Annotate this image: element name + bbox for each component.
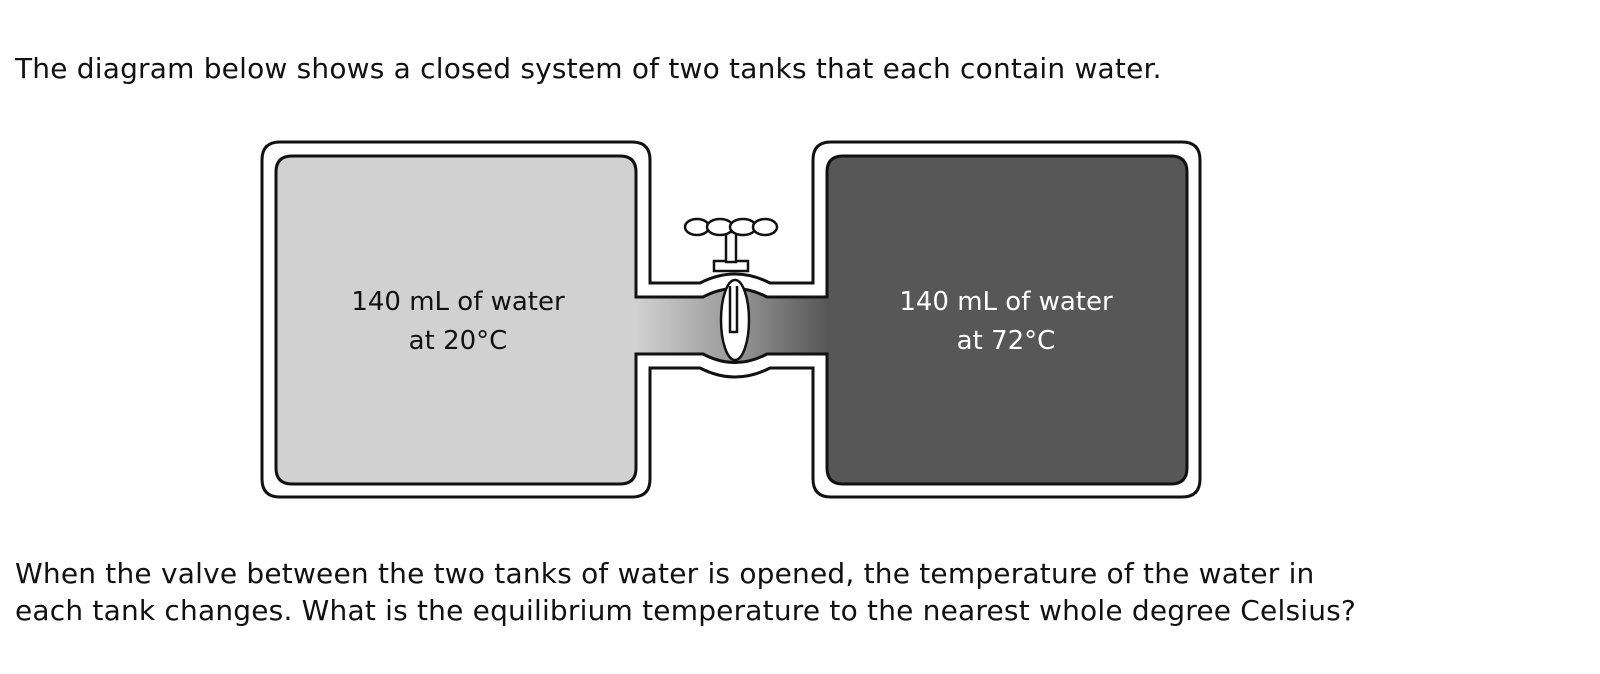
right-tank-volume: 140 mL of water xyxy=(899,287,1113,317)
question-text: When the valve between the two tanks of … xyxy=(15,555,1356,629)
intro-text: The diagram below shows a closed system … xyxy=(15,52,1162,85)
valve-icon xyxy=(683,217,779,362)
question-line-1: When the valve between the two tanks of … xyxy=(15,557,1315,590)
question-line-2: each tank changes. What is the equilibri… xyxy=(15,594,1357,627)
left-tank-temperature: at 20°C xyxy=(409,326,508,356)
left-tank-volume: 140 mL of water xyxy=(351,287,565,317)
right-tank-temperature: at 72°C xyxy=(957,326,1056,356)
